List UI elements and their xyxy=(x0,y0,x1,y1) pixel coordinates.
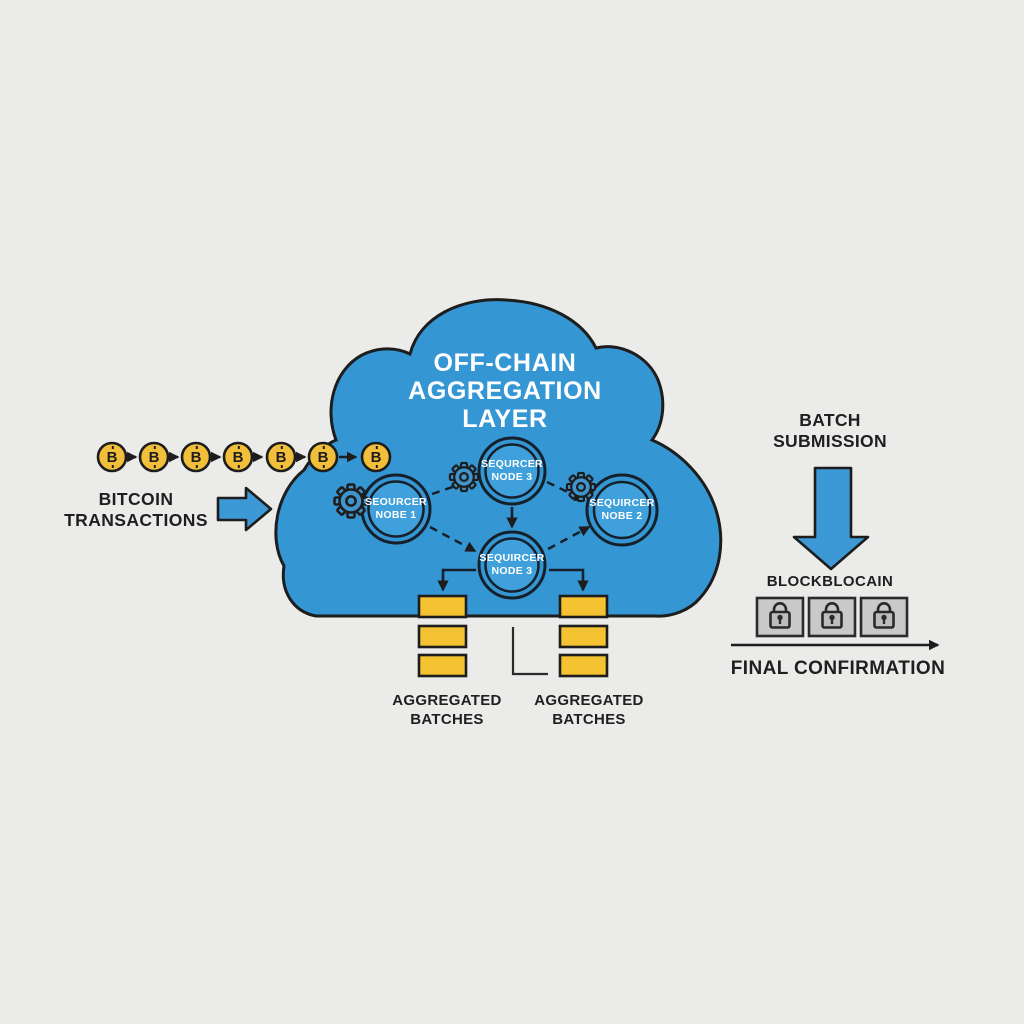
dashed-flow-arrow xyxy=(547,525,591,551)
cloud-title-line2: AGGREGATION xyxy=(408,377,602,405)
batch-submission-arrow-icon xyxy=(792,466,870,571)
sequencer-node-bottom-label: SEQUIRCER NODE 3 xyxy=(470,552,554,577)
node3-line1: SEQURCER xyxy=(481,458,543,470)
bitcoin-coin-icon: B xyxy=(265,441,297,473)
batch-submission-line1: BATCH xyxy=(799,410,861,430)
batch-stack-left xyxy=(417,594,468,678)
bitcoin-coin-icon: B xyxy=(96,441,128,473)
sequencer-node-bottom-circle xyxy=(477,530,547,600)
bitcoin-coin-icon: B xyxy=(138,441,170,473)
batch-block xyxy=(558,653,609,678)
bitcoin-transactions-line2: TRANSACTIONS xyxy=(64,510,208,530)
blockchain-label: BLOCKBLOCAIN xyxy=(766,573,894,590)
aggregated-batches-label-right: AGGREGATED BATCHES xyxy=(504,691,674,729)
svg-text:B: B xyxy=(149,449,160,466)
node2-line1: SEQUIRCER xyxy=(589,497,655,509)
batch-block xyxy=(558,624,609,649)
connector-line xyxy=(511,627,548,676)
batch-block xyxy=(417,594,468,619)
node3-line2: NODE 3 xyxy=(491,470,533,483)
sequencer-node-3-label: SEQURCER NODE 3 xyxy=(470,458,554,483)
node-bottom-line1: SEQUIRCER xyxy=(479,552,545,564)
sequencer-node-2-circle xyxy=(585,473,659,547)
node2-line2: NOBE 2 xyxy=(601,509,643,522)
node-bottom-line2: NODE 3 xyxy=(491,564,533,577)
agg-right-line2: BATCHES xyxy=(552,711,626,728)
svg-text:B: B xyxy=(318,449,329,466)
node1-line2: NOBE 1 xyxy=(375,508,417,521)
svg-text:B: B xyxy=(276,449,287,466)
bitcoin-coin-icon: B xyxy=(307,441,339,473)
cloud-title-line1: OFF-CHAIN xyxy=(433,349,577,377)
sequencer-node-3-circle xyxy=(477,436,547,506)
batch-submission-line2: SUBMISSION xyxy=(773,431,887,451)
bitcoin-transactions-label: BITCOIN TRANSACTIONS xyxy=(38,489,234,531)
elbow-arrow xyxy=(437,568,476,592)
svg-text:B: B xyxy=(191,449,202,466)
sequencer-node-1-circle xyxy=(360,473,432,545)
agg-left-line2: BATCHES xyxy=(410,711,484,728)
cloud-title-line3: LAYER xyxy=(462,405,548,433)
bitcoin-coin-icon: B xyxy=(360,441,392,473)
svg-text:B: B xyxy=(233,449,244,466)
agg-right-line1: AGGREGATED xyxy=(534,692,644,709)
svg-text:B: B xyxy=(107,449,118,466)
dashed-flow-arrow xyxy=(431,477,475,496)
batch-block xyxy=(558,594,609,619)
batch-block xyxy=(417,624,468,649)
aggregated-batches-label-left: AGGREGATED BATCHES xyxy=(362,691,532,729)
final-confirmation-label: FINAL CONFIRMATION xyxy=(730,658,946,679)
batch-block xyxy=(417,653,468,678)
batch-submission-label: BATCH SUBMISSION xyxy=(740,410,920,452)
cloud-title: OFF-CHAIN AGGREGATION LAYER xyxy=(355,349,655,433)
agg-left-line1: AGGREGATED xyxy=(392,692,502,709)
batch-stack-right xyxy=(558,594,609,678)
bitcoin-coin-icon: B xyxy=(222,441,254,473)
svg-text:B: B xyxy=(371,449,382,466)
sequencer-node-1-label: SEOURCER NOBE 1 xyxy=(354,496,438,521)
sequencer-node-2-label: SEQUIRCER NOBE 2 xyxy=(580,497,664,522)
elbow-arrow xyxy=(549,568,589,592)
bitcoin-transactions-line1: BITCOIN xyxy=(98,489,174,509)
bitcoin-chain: B B B B B B B xyxy=(96,441,392,473)
node1-line1: SEOURCER xyxy=(365,496,427,508)
bitcoin-coin-icon: B xyxy=(180,441,212,473)
blockchain-blocks xyxy=(755,596,909,638)
ingress-arrow-icon xyxy=(216,486,273,532)
dashed-flow-arrow xyxy=(429,525,477,553)
